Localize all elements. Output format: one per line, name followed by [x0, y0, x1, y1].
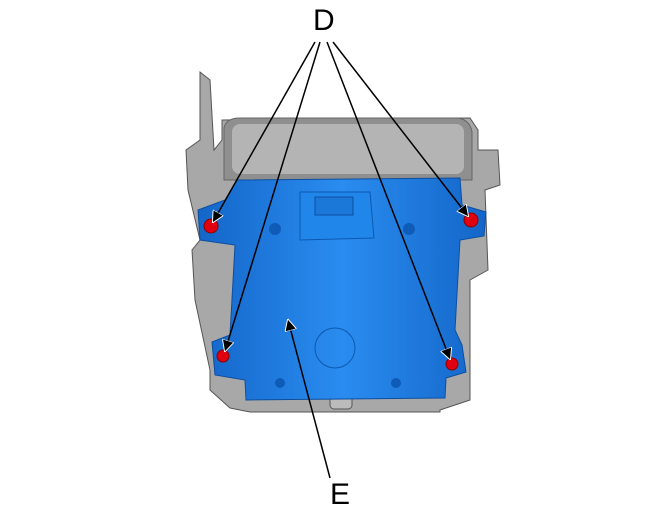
- leader-lines: [213, 41, 468, 479]
- leader-d-3: [326, 41, 450, 359]
- callout-e-label: E: [330, 478, 351, 511]
- callout-d-label: D: [313, 4, 335, 37]
- module-e: [197, 177, 487, 401]
- screw-top-right: [463, 212, 479, 228]
- leader-d-2: [225, 41, 321, 351]
- screw-top-left: [203, 218, 219, 234]
- screw-bottom-right: [445, 357, 459, 371]
- screw-bottom-left: [216, 349, 230, 363]
- leader-d-1: [213, 41, 316, 222]
- leader-e: [288, 320, 331, 479]
- leader-d-4: [332, 41, 468, 216]
